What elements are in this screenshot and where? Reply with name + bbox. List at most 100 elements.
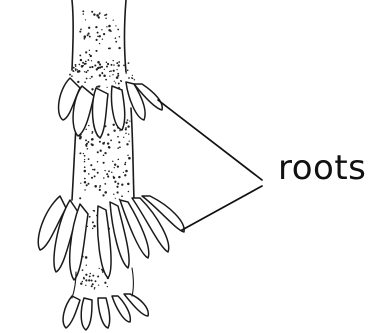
stipple-dot (99, 74, 101, 76)
stipple-dot (103, 177, 105, 179)
stipple-dot (113, 194, 114, 195)
stipple-dot (84, 166, 86, 168)
stipple-dot (99, 187, 100, 188)
stipple-dot (91, 60, 92, 61)
stipple-dot (116, 69, 117, 70)
stipple-dot (119, 146, 121, 148)
stipple-dot (125, 133, 126, 134)
stipple-dot (89, 36, 91, 38)
stipple-dot (112, 124, 114, 126)
stipple-dot (113, 70, 115, 72)
stipple-dot (94, 287, 96, 289)
stipple-dot (129, 120, 130, 121)
stipple-dot (84, 189, 86, 191)
stipple-dot (134, 79, 135, 80)
stipple-dot (128, 134, 129, 135)
stipple-dot (128, 62, 130, 64)
stipple-dot (91, 177, 93, 179)
stipple-dot (108, 25, 111, 28)
stipple-dot (118, 176, 120, 178)
stipple-dot (89, 78, 90, 79)
stipple-dot (115, 41, 117, 43)
stipple-dot (92, 131, 94, 133)
stipple-dot (82, 65, 84, 67)
stipple-dot (83, 278, 85, 280)
stipple-dot (131, 77, 132, 78)
stipple-dot (92, 283, 94, 285)
stipple-dot (94, 185, 97, 188)
stipple-dot (116, 186, 118, 188)
stipple-dot (117, 147, 119, 149)
stipple-dot (83, 13, 84, 14)
stipple-dot (88, 158, 90, 160)
stipple-dot (125, 127, 127, 129)
stipple-dot (97, 151, 99, 153)
stipple-dot (88, 33, 90, 35)
stipple-dot (79, 31, 81, 33)
stipple-dot (80, 59, 82, 61)
stipple-dot (88, 27, 90, 29)
stipple-dot (96, 68, 98, 70)
stipple-dot (117, 29, 119, 31)
stipple-dot (118, 159, 120, 161)
stipple-dot (115, 25, 116, 26)
stipple-dot (99, 268, 100, 269)
stipple-dot (118, 64, 120, 66)
stipple-dot (99, 35, 101, 37)
stipple-dot (87, 70, 89, 72)
stipple-dot (128, 157, 131, 160)
stipple-dot (108, 48, 110, 50)
stipple-dot (72, 70, 74, 72)
stipple-dot (91, 88, 93, 90)
stipple-dot (86, 143, 88, 145)
stipple-dot (94, 175, 96, 177)
stipple-dot (88, 183, 90, 185)
stipple-dot (84, 159, 85, 160)
stipple-dot (123, 172, 124, 173)
stipple-dot (112, 74, 113, 75)
stipple-dot (93, 210, 94, 211)
stipple-dot (85, 63, 87, 65)
stipple-dot (79, 64, 81, 66)
stipple-dot (118, 47, 120, 49)
bottom-root-tips (63, 294, 148, 330)
stipple-dot (84, 38, 86, 40)
stipple-dot (85, 256, 88, 259)
stipple-dot (97, 32, 99, 34)
stipple-dot (80, 183, 81, 184)
stipple-dot (107, 175, 109, 177)
stipple-dot (88, 279, 90, 281)
stipple-dot (127, 70, 129, 72)
stipple-dot (113, 19, 114, 20)
stipple-dot (95, 50, 97, 52)
stipple-dot (114, 164, 116, 166)
stipple-dot (105, 17, 107, 19)
stipple-dot (108, 29, 111, 32)
stipple-dot (108, 170, 110, 172)
stipple-dot (81, 136, 83, 138)
stipple-dot (84, 71, 85, 72)
stipple-dot (89, 54, 90, 55)
stipple-dot (79, 197, 81, 199)
stipple-dot (91, 144, 94, 147)
stipple-dot (103, 162, 105, 164)
stipple-dot (124, 174, 126, 176)
stipple-dot (77, 69, 78, 70)
stipple-dot (97, 275, 99, 277)
stipple-dot (85, 51, 87, 53)
stipple-dot (101, 29, 102, 30)
stipple-dot (123, 137, 124, 138)
stipple-dot (90, 164, 92, 166)
stipple-dot (93, 225, 96, 228)
stipple-dot (86, 78, 88, 80)
stipple-dot (110, 70, 112, 72)
stipple-dot (125, 122, 127, 124)
stipple-dot (111, 64, 113, 66)
stipple-dot (91, 279, 93, 281)
stipple-dot (103, 75, 106, 78)
stipple-dot (107, 63, 109, 65)
stipple-dot (125, 128, 127, 130)
stipple-dot (85, 279, 87, 281)
stipple-dot (97, 36, 99, 38)
stipple-dot (104, 142, 105, 143)
